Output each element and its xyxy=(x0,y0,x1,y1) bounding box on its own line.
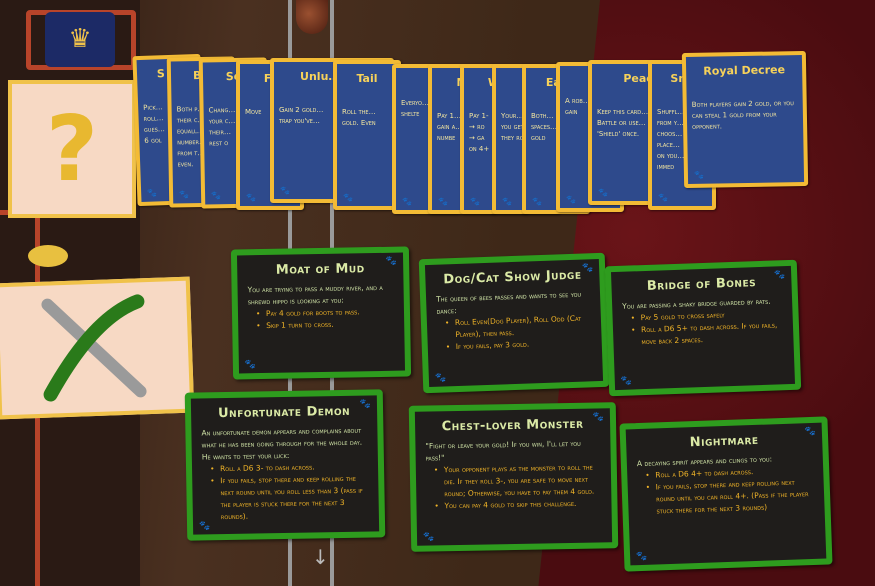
paw-print-icon: 🐾 xyxy=(773,270,786,281)
paw-print-icon: 🐾 xyxy=(620,376,633,387)
card-text: Everyo… shelte xyxy=(401,99,429,118)
paw-print-icon: 🐾 xyxy=(246,193,256,202)
crown-emblem-icon: ♛ xyxy=(45,12,115,67)
paw-print-icon: 🐾 xyxy=(434,373,447,384)
mystery-tile[interactable]: ? xyxy=(8,80,136,218)
card-text: A rob… gain xyxy=(565,97,590,116)
paw-print-icon: 🐾 xyxy=(566,195,576,204)
paw-print-icon: 🐾 xyxy=(532,197,542,206)
paw-print-icon: 🐾 xyxy=(598,188,608,197)
event-card[interactable]: Unfortunate Demon An unfortunate demon ap… xyxy=(184,389,386,541)
event-card-title: Nightmare xyxy=(689,432,759,451)
paw-print-icon: 🐾 xyxy=(280,186,290,195)
paw-print-icon: 🐾 xyxy=(179,190,190,200)
paw-print-icon: 🐾 xyxy=(198,521,211,532)
card-text: Shuffl… from y… choos… place… on you… im… xyxy=(657,108,685,171)
event-card-options: Roll a D6 4+ to dash across.If you fails… xyxy=(645,464,815,518)
event-card-options: Roll a D6 3- to dash across.If you fails… xyxy=(210,461,369,524)
event-card-option: If you fails, stop there and keep rollin… xyxy=(210,473,369,524)
paw-print-icon: 🐾 xyxy=(804,426,817,438)
event-card-title: Chest-lover Monster xyxy=(441,416,584,435)
card-text: Both… spaces… gold xyxy=(531,112,558,142)
card-text: Gain 2 gold… trap you've… xyxy=(279,106,324,125)
event-card-option: Roll a D6 5+ to dash across. If you fail… xyxy=(631,319,784,348)
card-text: Pay 1… gain a… numbe xyxy=(437,112,463,142)
event-card-title: Unfortunate Demon xyxy=(217,403,351,422)
event-card-option: If you fails, stop there and keep rollin… xyxy=(646,476,815,518)
paw-print-icon: 🐾 xyxy=(581,263,594,274)
event-card[interactable]: Chest-lover Monster "Fight or leave your … xyxy=(408,402,619,552)
paw-print-icon: 🐾 xyxy=(422,532,435,543)
card-text: Move xyxy=(245,108,262,116)
paw-print-icon: 🐾 xyxy=(402,197,412,206)
card-title: Royal Decree xyxy=(703,63,786,78)
event-card-options: Pay 4 gold for boots to pass.Skip 1 turn… xyxy=(256,306,394,332)
food-tile[interactable] xyxy=(0,276,195,420)
event-card-option: Skip 1 turn to cross. xyxy=(256,318,394,332)
card-text: Both players gain 2 gold, or you can ste… xyxy=(691,99,794,131)
paw-print-icon: 🐾 xyxy=(244,360,257,371)
coin-pile-icon xyxy=(28,245,68,267)
card-title: Tail xyxy=(356,72,378,85)
card-text: Roll the… gold. Even xyxy=(342,108,376,127)
event-card-title: Bridge of Bones xyxy=(646,275,757,294)
event-card-intro: An unfortunate demon appears and complai… xyxy=(201,425,363,462)
event-card-option: You can pay 4 gold to skip this challeng… xyxy=(434,497,601,512)
knife-fork-icon xyxy=(41,294,147,402)
player-pawn[interactable] xyxy=(296,0,328,34)
paw-print-icon: 🐾 xyxy=(343,193,353,202)
paw-print-icon: 🐾 xyxy=(693,170,705,180)
event-card-options: Your opponent plays as the monster to ro… xyxy=(434,461,602,512)
paw-print-icon: 🐾 xyxy=(385,256,398,267)
card-text: Pay 1- → ro → ga on 4+ xyxy=(469,112,490,153)
paw-print-icon: 🐾 xyxy=(147,188,158,198)
paw-print-icon: 🐾 xyxy=(211,191,222,201)
event-card-intro: You are trying to pass a muddy river, an… xyxy=(247,282,383,307)
paw-print-icon: 🐾 xyxy=(438,197,448,206)
paw-print-icon: 🐾 xyxy=(470,197,480,206)
paw-print-icon: 🐾 xyxy=(635,551,648,563)
event-card-title: Moat of Mud xyxy=(275,261,365,278)
event-card-intro: "Fight or leave your gold! If you win, I… xyxy=(425,438,581,463)
paw-print-icon: 🐾 xyxy=(359,399,372,410)
event-card-option: Your opponent plays as the monster to ro… xyxy=(434,461,602,500)
event-card-title: Dog/Cat Show Judge xyxy=(443,267,582,288)
paw-print-icon: 🐾 xyxy=(658,193,668,202)
paw-print-icon: 🐾 xyxy=(502,197,512,206)
game-board: ♛ ? xyxy=(0,0,195,586)
event-card-options: Pay 5 gold to cross safelyRoll a D6 5+ t… xyxy=(630,307,783,348)
event-card-options: Roll Even(Dog Player), Roll Odd (Cat Pla… xyxy=(445,312,592,353)
paw-print-icon: 🐾 xyxy=(592,412,605,423)
card-text: Keep this card… Battle or use… 'Shield' … xyxy=(597,108,649,138)
down-arrow-icon: ↓ xyxy=(312,545,329,569)
question-mark-icon: ? xyxy=(45,96,99,202)
